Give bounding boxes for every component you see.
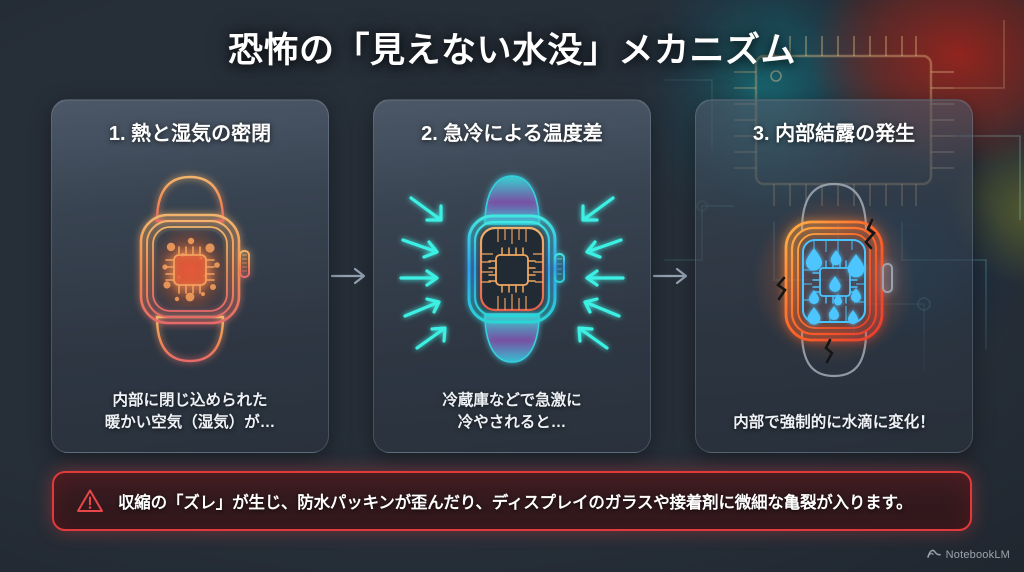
step-card-1-caption: 内部に閉じ込められた 暖かい空気（湿気）が… [104, 392, 276, 431]
arrow-right-icon [330, 267, 366, 285]
step-card-3[interactable]: 3. 内部結露の発生 [695, 99, 973, 453]
page-title: 恐怖の「見えない水没」メカニズム [227, 31, 796, 70]
step-card-2-title: 2. 急冷による温度差 [421, 123, 603, 145]
warning-banner: 収縮の「ズレ」が生じ、防水パッキンが歪んだり、ディスプレイのガラスや接着剤に微細… [52, 471, 972, 531]
step-card-3-caption: 内部で強制的に水滴に変化！ [733, 414, 935, 431]
step-card-3-art [696, 146, 972, 412]
steps-row: 1. 熱と湿気の密閉 [51, 99, 973, 453]
step-card-1-title: 1. 熱と湿気の密閉 [108, 123, 272, 145]
step-card-2-art [374, 146, 650, 390]
smartwatch-rapid-cooling-icon [399, 175, 625, 363]
notebooklm-icon [926, 546, 941, 564]
warning-triangle-icon [76, 488, 104, 514]
step-card-1-art [52, 146, 328, 390]
step-card-2-caption: 冷蔵庫などで急激に 冷やされると… [442, 392, 582, 431]
connector-2 [651, 99, 695, 453]
watermark: NotebookLM [926, 546, 1010, 564]
arrow-right-icon [652, 267, 688, 285]
step-card-2[interactable]: 2. 急冷による温度差 [373, 99, 651, 453]
smartwatch-condensation-icon [752, 182, 916, 378]
watermark-label: NotebookLM [945, 549, 1010, 561]
step-card-3-title: 3. 内部結露の発生 [752, 123, 916, 145]
smartwatch-warm-humid-icon [139, 175, 250, 363]
step-card-1[interactable]: 1. 熱と湿気の密閉 [51, 99, 329, 453]
connector-1 [329, 99, 373, 453]
warning-message: 収縮の「ズレ」が生じ、防水パッキンが歪んだり、ディスプレイのガラスや接着剤に微細… [118, 494, 913, 512]
